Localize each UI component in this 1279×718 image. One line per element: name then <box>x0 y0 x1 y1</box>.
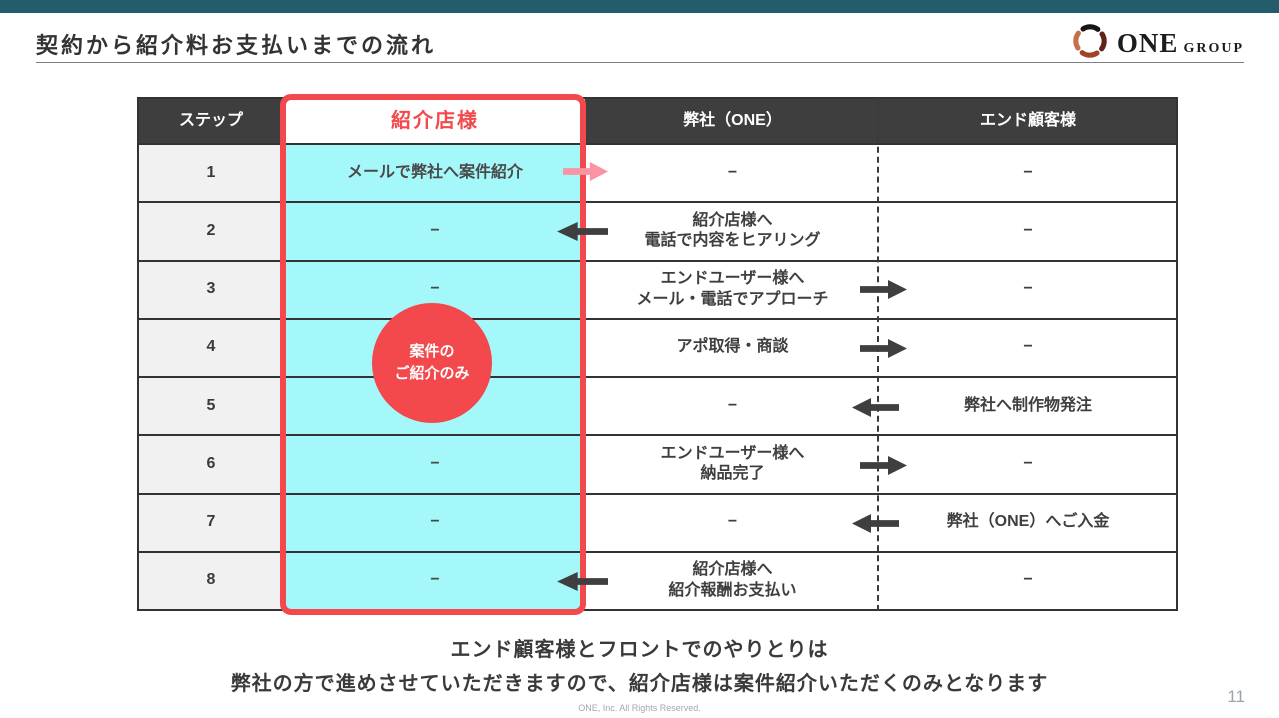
step-number: 1 <box>139 145 285 202</box>
header-one-company: 弊社（ONE） <box>585 99 880 143</box>
title-divider <box>36 62 1244 63</box>
logo-one-text: ONE <box>1116 28 1179 58</box>
company-logo: ONE GROUP <box>1071 22 1244 65</box>
referral-cell: − <box>285 552 585 609</box>
end-cell: − <box>1023 280 1033 298</box>
referral-cell: − <box>285 203 585 260</box>
copyright-text: ONE, Inc. All Rights Reserved. <box>578 703 701 713</box>
note-line2: 弊社の方で進めさせていただきますので、紹介店様は案件紹介いただくのみとなります <box>230 673 1049 695</box>
arrow-right-icon <box>860 279 908 300</box>
one-cell: 紹介店様へ 電話で内容をヒアリング <box>644 211 821 250</box>
table-row: 7 − − 弊社（ONE）へご入金 <box>139 494 1176 553</box>
logo-wordmark: ONE GROUP <box>1117 28 1244 59</box>
step-number: 8 <box>139 552 285 609</box>
one-cell: エンドユーザー様へ メール・電話でアプローチ <box>636 269 829 308</box>
header-end-customer: エンド顧客様 <box>880 99 1176 143</box>
step-number: 5 <box>139 378 285 435</box>
arrow-right-icon <box>563 161 609 182</box>
step-number: 6 <box>139 436 285 493</box>
badge-line1: 案件の <box>409 342 455 360</box>
badge-line2: ご紹介のみ <box>394 365 470 382</box>
note-line1: エンド顧客様とフロントでのやりとりは <box>450 639 829 661</box>
swirl-logo-icon <box>1071 22 1109 65</box>
arrow-left-icon <box>851 397 899 418</box>
table-row: 2 − 紹介店様へ 電話で内容をヒアリング − <box>139 203 1176 262</box>
referral-cell: − <box>285 494 585 551</box>
table-header-row: ステップ 紹介店様 弊社（ONE） エンド顧客様 <box>139 99 1176 145</box>
page-title: 契約から紹介料お支払いまでの流れ <box>36 33 437 58</box>
table-row: 6 − エンドユーザー様へ 納品完了 − <box>139 436 1176 495</box>
table-row: 8 − 紹介店様へ 紹介報酬お支払い − <box>139 552 1176 609</box>
end-cell: 弊社（ONE）へご入金 <box>946 513 1110 531</box>
step-number: 2 <box>139 203 285 260</box>
end-cell: − <box>1023 454 1033 472</box>
end-cell: − <box>1023 571 1033 589</box>
referral-only-badge: 案件の ご紹介のみ <box>372 303 492 423</box>
page-number: 11 <box>1227 687 1245 706</box>
top-accent-bar <box>0 0 1279 13</box>
arrow-left-icon <box>851 513 899 534</box>
referral-cell: メールで弊社へ案件紹介 <box>285 145 585 202</box>
referral-cell: − <box>285 436 585 493</box>
table-row: 1 メールで弊社へ案件紹介 − − <box>139 145 1176 204</box>
logo-group-text: GROUP <box>1183 41 1244 56</box>
step-number: 3 <box>139 261 285 318</box>
dashed-column-divider <box>877 97 879 611</box>
arrow-right-icon <box>860 338 908 359</box>
arrow-left-icon <box>556 221 608 242</box>
end-cell: − <box>1023 221 1033 239</box>
one-cell: アポ取得・商談 <box>676 338 789 356</box>
one-cell: − <box>727 513 738 531</box>
end-cell: − <box>1023 163 1033 181</box>
step-number: 4 <box>139 319 285 376</box>
one-cell: − <box>727 396 738 414</box>
one-cell: − <box>727 163 738 181</box>
arrow-right-icon <box>860 455 908 476</box>
one-cell: 紹介店様へ 紹介報酬お支払い <box>668 561 797 599</box>
end-cell: 弊社へ制作物発注 <box>963 396 1092 414</box>
end-cell: − <box>1023 338 1033 356</box>
bottom-note: エンド顧客様とフロントでのやりとりは 弊社の方で進めさせていただきますので、紹介… <box>0 633 1279 701</box>
header-referral-store: 紹介店様 <box>285 99 585 143</box>
arrow-left-icon <box>556 571 608 592</box>
referral-column-highlight-frame <box>280 94 586 615</box>
header-step: ステップ <box>139 99 285 143</box>
one-cell: エンドユーザー様へ 納品完了 <box>660 444 805 483</box>
step-number: 7 <box>139 494 285 551</box>
